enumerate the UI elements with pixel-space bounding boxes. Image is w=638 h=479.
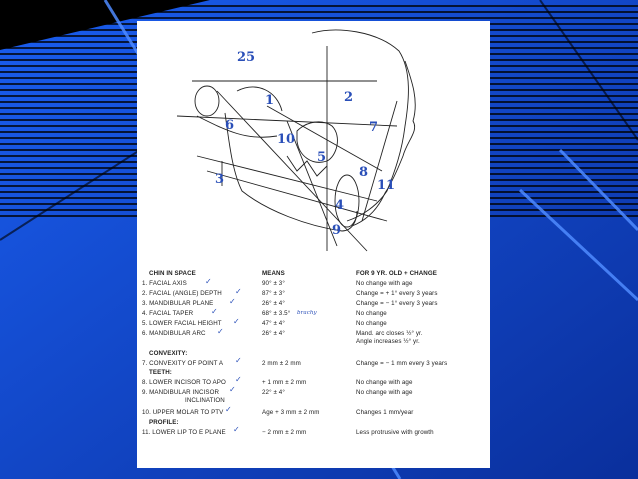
row-change: Change = + 1° every 3 years <box>356 290 438 297</box>
row-name: 5. LOWER FACIAL HEIGHT <box>142 320 222 327</box>
row-mean: 2 mm ± 2 mm <box>262 360 301 367</box>
table-row: 7. CONVEXITY OF POINT A ✓ 2 mm ± 2 mm Ch… <box>137 356 490 370</box>
table-section: TEETH: <box>137 369 490 379</box>
arc-outline <box>196 115 278 138</box>
tracing-label: 5 <box>317 150 326 165</box>
table-row: 10. UPPER MOLAR TO PTV ✓ Age + 3 mm ± 2 … <box>137 405 490 419</box>
checkmark-icon: ✓ <box>229 385 236 394</box>
row-mean: 26° ± 4° <box>262 330 285 337</box>
table-row: 2. FACIAL (ANGLE) DEPTH ✓ 87° ± 3° Chang… <box>137 287 490 300</box>
symphysis-outline <box>334 174 360 228</box>
row-change: No change <box>356 320 387 327</box>
checkmark-icon: ✓ <box>233 317 240 326</box>
tracing-label: 8 <box>359 165 368 180</box>
tracing-label: 10 <box>277 132 295 147</box>
mandibular-plane-line <box>196 155 378 202</box>
table-section: PROFILE: <box>137 419 490 429</box>
row-name: 10. UPPER MOLAR TO PTV <box>142 409 224 416</box>
tooth-outline <box>286 155 328 177</box>
skull-outline <box>311 29 409 222</box>
row-name: 4. FACIAL TAPER <box>142 310 194 317</box>
row-name: 9. MANDIBULAR INCISOR <box>142 389 220 396</box>
tracing-label: 4 <box>335 198 344 213</box>
table-row: 5. LOWER FACIAL HEIGHT ✓ 47° ± 4° No cha… <box>137 317 490 330</box>
tracing-label: 7 <box>369 120 378 135</box>
row-change: Angle increases ½° yr. <box>356 338 420 345</box>
row-change: No change with age <box>356 280 413 287</box>
checkmark-icon: ✓ <box>225 405 232 414</box>
e-plane-line <box>361 100 398 222</box>
checkmark-icon: ✓ <box>211 307 218 316</box>
column-header-means: MEANS <box>262 270 285 277</box>
row-change: Changes 1 mm/year <box>356 409 414 416</box>
row-name: 7. CONVEXITY OF POINT A <box>142 360 224 367</box>
checkmark-icon: ✓ <box>235 375 242 384</box>
section-heading: PROFILE: <box>149 419 179 426</box>
ear-outline <box>194 85 220 117</box>
row-name: 1. FACIAL AXIS <box>142 280 187 287</box>
checkmark-icon: ✓ <box>235 287 242 296</box>
reference-line <box>266 105 383 172</box>
row-name: 8. LOWER INCISOR TO APO <box>142 379 226 386</box>
section-heading: CONVEXITY: <box>149 350 188 357</box>
row-change: No change with age <box>356 379 413 386</box>
row-mean: − 2 mm ± 2 mm <box>262 429 307 436</box>
column-header-name: CHIN IN SPACE <box>149 270 196 277</box>
row-mean: 87° ± 3° <box>262 290 285 297</box>
table-row: Angle increases ½° yr. <box>137 338 490 348</box>
facial-profile <box>351 60 416 227</box>
column-header-change: FOR 9 YR. OLD + CHANGE <box>356 270 437 277</box>
row-mean: 26° ± 4° <box>262 300 285 307</box>
reference-line <box>206 170 388 222</box>
tracing-label: 11 <box>377 178 395 193</box>
row-change: No change with age <box>356 389 413 396</box>
row-name: 6. MANDIBULAR ARC <box>142 330 206 337</box>
row-change: Less protrusive with growth <box>356 429 434 436</box>
cephalometric-tracing: 1 2 3 4 5 6 7 8 9 10 11 25 <box>176 29 416 252</box>
table-section: CONVEXITY: <box>137 350 490 360</box>
row-name: INCLINATION <box>185 397 225 404</box>
incisor-axis-line <box>286 120 338 247</box>
table-row: INCLINATION <box>137 397 490 407</box>
section-heading: TEETH: <box>149 369 172 376</box>
tracing-label: 3 <box>215 172 224 187</box>
row-change: Change = − 1° every 3 years <box>356 300 438 307</box>
tracing-label: 6 <box>225 118 234 133</box>
row-mean: 47° ± 4° <box>262 320 285 327</box>
tracing-label: 25 <box>237 50 255 65</box>
row-name: 11. LOWER LIP TO E PLANE <box>142 429 226 436</box>
analysis-table: CHIN IN SPACE MEANS FOR 9 YR. OLD + CHAN… <box>137 266 490 468</box>
row-mean: 22° ± 4° <box>262 389 285 396</box>
handwritten-note: brachy <box>297 310 317 316</box>
checkmark-icon: ✓ <box>217 327 224 336</box>
table-row: 8. LOWER INCISOR TO APO ✓ + 1 mm ± 2 mm … <box>137 375 490 389</box>
tracing-label: 9 <box>332 223 341 238</box>
tracing-label: 2 <box>344 90 353 105</box>
tracing-label: 1 <box>265 93 274 108</box>
table-row: 9. MANDIBULAR INCISOR ✓ 22° ± 4° No chan… <box>137 385 490 399</box>
table-row: 3. MANDIBULAR PLANE ✓ 26° ± 4° Change = … <box>137 297 490 310</box>
facial-axis-line <box>216 90 368 252</box>
row-mean: 68° ± 3.5° <box>262 310 291 317</box>
table-row: 11. LOWER LIP TO E PLANE ✓ − 2 mm ± 2 mm… <box>137 425 490 439</box>
row-name: 3. MANDIBULAR PLANE <box>142 300 214 307</box>
row-mean: Age + 3 mm ± 2 mm <box>262 409 320 416</box>
table-row: 6. MANDIBULAR ARC ✓ 26° ± 4° Mand. arc c… <box>137 327 490 340</box>
row-change: Change = − 1 mm every 3 years <box>356 360 448 367</box>
checkmark-icon: ✓ <box>205 277 212 286</box>
row-change: No change <box>356 310 387 317</box>
table-row: 4. FACIAL TAPER ✓ 68° ± 3.5° brachy No c… <box>137 307 490 320</box>
row-name: 2. FACIAL (ANGLE) DEPTH <box>142 290 222 297</box>
row-change: Mand. arc closes ½° yr. <box>356 330 423 337</box>
table-row: 1. FACIAL AXIS ✓ 90° ± 3° No change with… <box>137 277 490 290</box>
row-mean: + 1 mm ± 2 mm <box>262 379 307 386</box>
checkmark-icon: ✓ <box>229 297 236 306</box>
checkmark-icon: ✓ <box>235 356 242 365</box>
document-page: 1 2 3 4 5 6 7 8 9 10 11 25 CHIN IN SPACE… <box>137 21 490 468</box>
arc-outline <box>236 86 283 112</box>
checkmark-icon: ✓ <box>233 425 240 434</box>
row-mean: 90° ± 3° <box>262 280 285 287</box>
mandible-outline <box>224 112 358 232</box>
